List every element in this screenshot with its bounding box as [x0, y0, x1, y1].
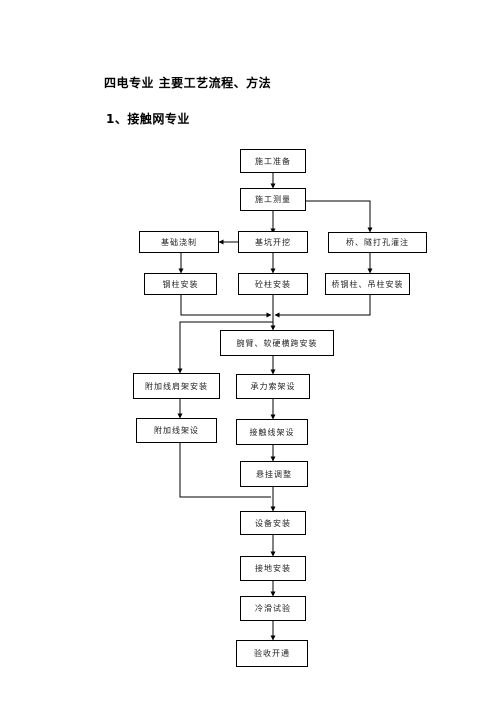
step-foundation-pour: 基础浇制: [139, 231, 219, 253]
page-heading: 四电专业 主要工艺流程、方法: [104, 76, 272, 90]
step-steel-pole-install: 钢柱安装: [144, 273, 217, 295]
step-construction-survey: 施工测量: [240, 188, 306, 211]
step-contact-wire-erection: 接触线架设: [236, 419, 308, 445]
step-aux-wire-erection: 附加线架设: [136, 418, 217, 443]
step-bridge-pole-install: 桥钢柱、吊柱安装: [325, 273, 410, 295]
step-suspension-adjust: 悬挂调整: [240, 461, 308, 487]
step-equipment-install: 设备安装: [240, 511, 306, 535]
step-cantilever-install: 腕臂、软硬横跨安装: [220, 330, 334, 356]
step-aux-bracket-install: 附加线肩架安装: [133, 373, 220, 399]
step-grounding-install: 接地安装: [240, 556, 306, 581]
step-messenger-wire: 承力索架设: [236, 374, 310, 399]
step-concrete-pole-install: 砼柱安装: [238, 273, 308, 295]
step-bridge-tunnel-drilling: 桥、隧打孔灌注: [328, 232, 427, 253]
step-acceptance-opening: 验收开通: [236, 640, 308, 667]
step-pit-excavation: 基坑开挖: [238, 231, 308, 253]
section-subheading: 1、接触网专业: [106, 112, 190, 126]
step-construction-prep: 施工准备: [240, 149, 306, 173]
step-cold-slide-test: 冷滑试验: [240, 596, 306, 621]
